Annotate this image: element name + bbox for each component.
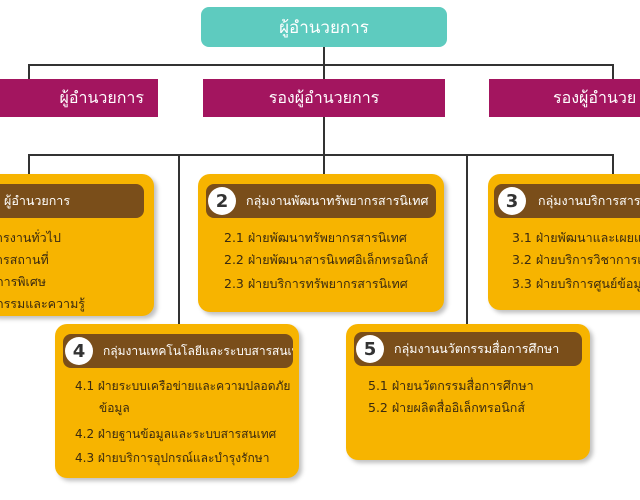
vice-director-title-right: รองผู้อำนวย: [553, 87, 637, 107]
group-title-4: กลุ่มงานเทคโนโลยีและระบบสารสนเทศ: [103, 343, 293, 358]
vice-director-box-left: ผู้อำนวยการ: [0, 79, 158, 117]
group-item: ารสถานที่: [0, 252, 49, 267]
group-item: 3.2 ฝ่ายบริการวิชาการแ: [512, 252, 640, 267]
vice-director-box-right: รองผู้อำนวย: [489, 79, 640, 117]
group-item: ารงานทั่วไป: [0, 230, 61, 245]
group-item: 2.2 ฝ่ายพัฒนาสารนิเทศอิเล็กทรอนิกส์: [224, 252, 429, 267]
group-item: 4.3 ฝ่ายบริการอุปกรณ์และบำรุงรักษา: [75, 451, 270, 465]
connector-group1: [28, 154, 30, 174]
group-header-2: กลุ่มงานพัฒนาทรัพยากรสารนิเทศ: [206, 184, 436, 218]
group-item: กรรมและความรู้: [0, 296, 86, 311]
connector-group3: [612, 154, 614, 174]
connector-vice-right: [612, 64, 614, 80]
group-number-2: 2: [208, 187, 236, 215]
group-item: 4.2 ฝ่ายฐานข้อมูลและระบบสารสนเทศ: [75, 427, 277, 441]
group-number-5: 5: [356, 335, 384, 363]
group-box-2: กลุ่มงานพัฒนาทรัพยากรสารนิเทศ 2 2.1 ฝ่าย…: [198, 174, 444, 312]
connector-trunk: [323, 117, 325, 155]
connector-vice-horizontal: [28, 64, 614, 66]
group-header-5: กลุ่มงานนวัตกรรมสื่อการศึกษา: [354, 332, 582, 366]
group-item: 5.1 ฝ่ายนวัตกรรมสื่อการศึกษา: [368, 378, 534, 393]
group-header-1: ผู้อำนวยการ: [0, 184, 144, 218]
group-item: ข้อมูล: [99, 401, 130, 415]
group-number-3: 3: [498, 187, 526, 215]
group-number-4: 4: [65, 337, 93, 365]
group-item: 2.1 ฝ่ายพัฒนาทรัพยากรสารนิเทศ: [224, 230, 407, 245]
connector-top-vertical: [323, 47, 325, 65]
director-title: ผู้อำนวยการ: [279, 17, 369, 38]
connector-groups-horizontal: [28, 154, 614, 156]
connector-group5: [466, 154, 468, 324]
connector-group2: [323, 154, 325, 174]
vice-director-title-center: รองผู้อำนวยการ: [268, 87, 380, 107]
connector-group4: [178, 154, 180, 324]
group-item: 4.1 ฝ่ายระบบเครือข่ายและความปลอดภัย: [75, 379, 291, 393]
vice-director-title-left: ผู้อำนวยการ: [59, 87, 144, 107]
connector-vice-left: [28, 64, 30, 80]
group-title-1: ผู้อำนวยการ: [4, 193, 71, 208]
group-title-2: กลุ่มงานพัฒนาทรัพยากรสารนิเทศ: [246, 193, 429, 208]
group-item: 5.2 ฝ่ายผลิตสื่ออิเล็กทรอนิกส์: [368, 400, 525, 415]
group-item: การพิเศษ: [0, 274, 46, 289]
group-header-4: กลุ่มงานเทคโนโลยีและระบบสารสนเทศ: [63, 334, 293, 368]
group-box-5: กลุ่มงานนวัตกรรมสื่อการศึกษา 5 5.1 ฝ่ายน…: [346, 324, 590, 460]
group-title-5: กลุ่มงานนวัตกรรมสื่อการศึกษา: [394, 341, 560, 356]
director-box: ผู้อำนวยการ: [201, 7, 447, 47]
group-item: 2.3 ฝ่ายบริการทรัพยากรสารนิเทศ: [224, 276, 408, 291]
group-box-3: กลุ่มงานบริการสาร 3 3.1 ฝ่ายพัฒนาและเผยแ…: [488, 174, 640, 310]
vice-director-box-center: รองผู้อำนวยการ: [203, 79, 445, 117]
group-box-1: ผู้อำนวยการ ารงานทั่วไป ารสถานที่ การพิเ…: [0, 174, 154, 316]
connector-vice-mid: [323, 64, 325, 80]
group-item: 3.1 ฝ่ายพัฒนาและเผยแ: [512, 230, 640, 245]
group-box-4: กลุ่มงานเทคโนโลยีและระบบสารสนเทศ 4 4.1 ฝ…: [55, 324, 299, 478]
group-item: 3.3 ฝ่ายบริการศูนย์ข้อมู: [512, 276, 640, 291]
group-title-3: กลุ่มงานบริการสาร: [538, 193, 640, 208]
